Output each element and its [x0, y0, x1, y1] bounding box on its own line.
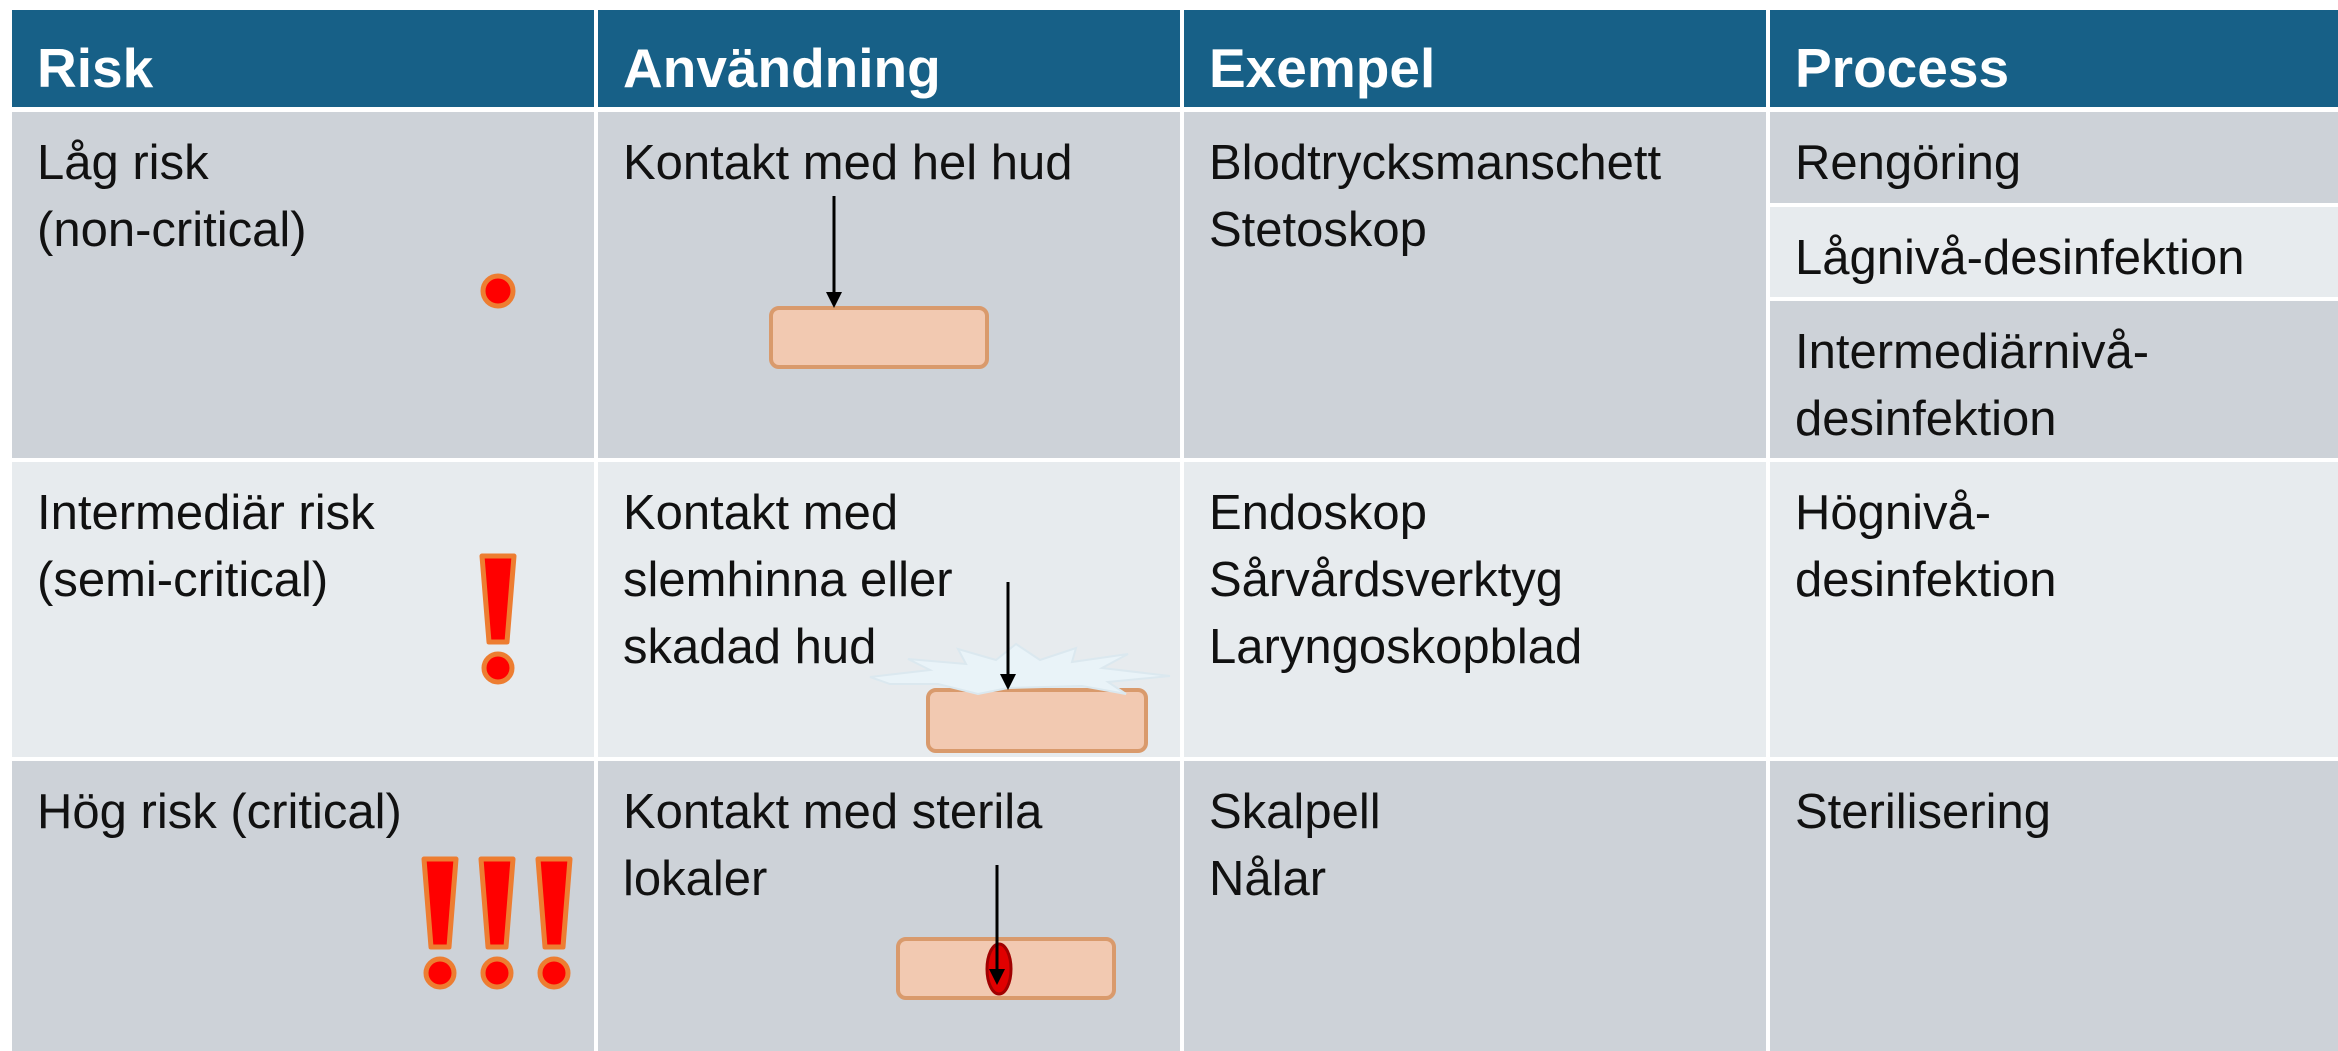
sterile-tissue-icon — [896, 865, 1116, 1000]
risk-level-label: Hög risk (critical) — [37, 785, 402, 839]
cell-process-high: Sterilisering — [1770, 761, 2338, 1051]
example-item: Nålar — [1209, 852, 1327, 906]
cell-examples-high: Skalpell Nålar — [1184, 761, 1766, 1051]
cell-process-intermediate-level: Intermediärnivå- desinfektion — [1770, 301, 2338, 458]
process-text: Högnivå- — [1795, 486, 1992, 540]
example-item: Laryngoskopblad — [1209, 620, 1583, 674]
cell-process-cleaning: Rengöring — [1770, 112, 2338, 203]
cell-examples-low: Blodtrycksmanschett Stetoskop — [1184, 112, 1766, 458]
example-item: Sårvårdsverktyg — [1209, 553, 1564, 607]
triple-exclamation-icon — [421, 856, 573, 990]
process-text: desinfektion — [1795, 553, 2057, 607]
cell-risk-intermediate: Intermediär risk (semi-critical) — [12, 462, 594, 757]
usage-text: Kontakt med hel hud — [623, 136, 1073, 190]
cell-usage-intermediate: Kontakt med slemhinna eller skadad hud — [598, 462, 1180, 757]
process-text: Sterilisering — [1795, 785, 2051, 839]
risk-class-label: (non-critical) — [37, 203, 307, 257]
intact-skin-icon — [769, 196, 989, 369]
risk-level-label: Intermediär risk — [37, 486, 375, 540]
usage-text: Kontakt med — [623, 486, 899, 540]
example-item: Skalpell — [1209, 785, 1381, 839]
example-item: Blodtrycksmanschett — [1209, 136, 1662, 190]
cell-risk-low: Låg risk (non-critical) — [12, 112, 594, 458]
red-dot-icon — [480, 273, 516, 309]
cell-usage-low: Kontakt med hel hud — [598, 112, 1180, 458]
risk-class-label: (semi-critical) — [37, 553, 329, 607]
exclamation-icon — [479, 553, 517, 685]
cell-process-low-level: Lågnivå-desinfektion — [1770, 207, 2338, 297]
example-item: Stetoskop — [1209, 203, 1427, 257]
usage-text: Kontakt med sterila — [623, 785, 1043, 839]
cell-usage-high: Kontakt med sterila lokaler — [598, 761, 1180, 1051]
cell-risk-high: Hög risk (critical) — [12, 761, 594, 1051]
process-text: Intermediärnivå- — [1795, 325, 2150, 379]
risk-level-label: Låg risk — [37, 136, 209, 190]
cell-examples-intermediate: Endoskop Sårvårdsverktyg Laryngoskopblad — [1184, 462, 1766, 757]
damaged-skin-icon — [869, 582, 1171, 753]
header-process: Process — [1770, 10, 2338, 107]
process-text: desinfektion — [1795, 392, 2057, 446]
usage-text: slemhinna eller — [623, 553, 953, 607]
process-text: Rengöring — [1795, 136, 2022, 190]
usage-text: skadad hud — [623, 620, 877, 674]
example-item: Endoskop — [1209, 486, 1427, 540]
cell-process-intermediate: Högnivå- desinfektion — [1770, 462, 2338, 757]
header-examples: Exempel — [1184, 10, 1766, 107]
usage-text: lokaler — [623, 852, 768, 906]
process-text: Lågnivå-desinfektion — [1795, 231, 2245, 285]
header-usage: Användning — [598, 10, 1180, 107]
header-risk: Risk — [12, 10, 594, 107]
